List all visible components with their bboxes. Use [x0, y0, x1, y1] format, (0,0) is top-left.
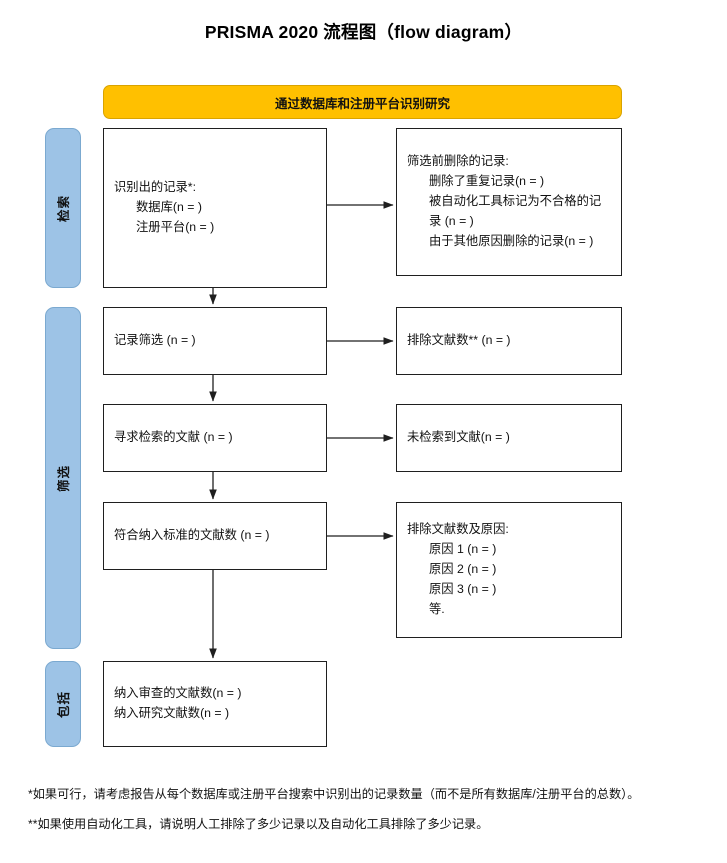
box-records-identified: 识别出的记录*: 数据库(n = ) 注册平台(n = ) [103, 128, 327, 288]
box-text-line: 原因 1 (n = ) [429, 542, 497, 557]
footnote-1: *如果可行，请考虑报告从每个数据库或注册平台搜索中识别出的记录数量（而不是所有数… [28, 787, 640, 801]
box-studies-included: 纳入审查的文献数(n = ) 纳入研究文献数(n = ) [103, 661, 327, 747]
footnote-2: **如果使用自动化工具，请说明人工排除了多少记录以及自动化工具排除了多少记录。 [28, 816, 489, 831]
footnotes: *如果可行，请考虑报告从每个数据库或注册平台搜索中识别出的记录数量（而不是所有数… [28, 785, 708, 845]
box-text-line: 删除了重复记录(n = ) [429, 174, 545, 189]
box-reports-sought-lines: 寻求检索的文献 (n = ) [114, 428, 316, 448]
box-text-line: 数据库(n = ) [136, 200, 202, 215]
banner-label: 通过数据库和注册平台识别研究 [274, 96, 450, 111]
box-text-line: 原因 2 (n = ) [429, 562, 497, 577]
box-reports-not-retrieved: 未检索到文献(n = ) [396, 404, 622, 472]
box-records-excluded: 排除文献数** (n = ) [396, 307, 622, 375]
box-text-line: 注册平台(n = ) [136, 219, 215, 234]
box-records-identified-lines: 识别出的记录*: 数据库(n = ) 注册平台(n = ) [114, 178, 316, 238]
box-studies-included-lines: 纳入审查的文献数(n = ) 纳入研究文献数(n = ) [114, 684, 316, 724]
box-records-excluded-lines: 排除文献数** (n = ) [407, 331, 611, 351]
box-reports-excluded-with-reasons: 排除文献数及原因: 原因 1 (n = ) 原因 2 (n = ) 原因 3 (n =… [396, 502, 622, 638]
box-records-removed-before-screening: 筛选前删除的记录: 删除了重复记录(n = ) 被自动化工具标记为不合格的记录 (n… [396, 128, 622, 276]
box-text-line: 排除文献数** (n = ) [407, 333, 511, 348]
box-records-removed-lines: 筛选前删除的记录: 删除了重复记录(n = ) 被自动化工具标记为不合格的记录 (n… [407, 152, 611, 252]
box-text-line: 寻求检索的文献 (n = ) [114, 430, 233, 445]
box-text-line: 筛选前删除的记录: [407, 154, 509, 169]
page-title: PRISMA 2020 流程图（flow diagram） [204, 22, 523, 42]
box-text-line: 等. [429, 601, 445, 616]
box-reports-not-retrieved-lines: 未检索到文献(n = ) [407, 428, 611, 448]
box-reports-sought-for-retrieval: 寻求检索的文献 (n = ) [103, 404, 327, 472]
box-reports-excluded-reasons-lines: 排除文献数及原因: 原因 1 (n = ) 原因 2 (n = ) 原因 3 (n =… [407, 520, 611, 620]
box-text-line: 符合纳入标准的文献数 (n = ) [114, 528, 270, 543]
box-text-line: 纳入研究文献数(n = ) [114, 706, 230, 720]
box-reports-assessed-for-eligibility: 符合纳入标准的文献数 (n = ) [103, 502, 327, 570]
stage-label-included-text: 包括 [57, 690, 72, 718]
box-text-line: 识别出的记录*: [114, 180, 196, 195]
box-text-line: 纳入审查的文献数(n = ) [114, 686, 242, 701]
box-reports-assessed-lines: 符合纳入标准的文献数 (n = ) [114, 526, 316, 546]
stage-label-included: 包括 [45, 661, 81, 747]
box-text-line: 排除文献数及原因: [407, 522, 509, 537]
box-records-screened: 记录筛选 (n = ) [103, 307, 327, 375]
box-text-line: 记录筛选 (n = ) [114, 333, 196, 348]
box-text-line: 原因 3 (n = ) [429, 581, 497, 596]
box-records-screened-lines: 记录筛选 (n = ) [114, 331, 316, 351]
box-text-line: 被自动化工具标记为不合格的记录 (n = ) [429, 194, 602, 228]
box-text-line: 由于其他原因删除的记录(n = ) [429, 233, 594, 248]
stage-label-screening: 筛选 [45, 307, 81, 649]
box-text-line: 未检索到文献(n = ) [407, 430, 510, 445]
stage-label-identification-text: 检索 [57, 194, 72, 222]
identification-source-banner: 通过数据库和注册平台识别研究 [103, 85, 622, 119]
stage-label-screening-text: 筛选 [57, 464, 72, 492]
stage-label-identification: 检索 [45, 128, 81, 288]
